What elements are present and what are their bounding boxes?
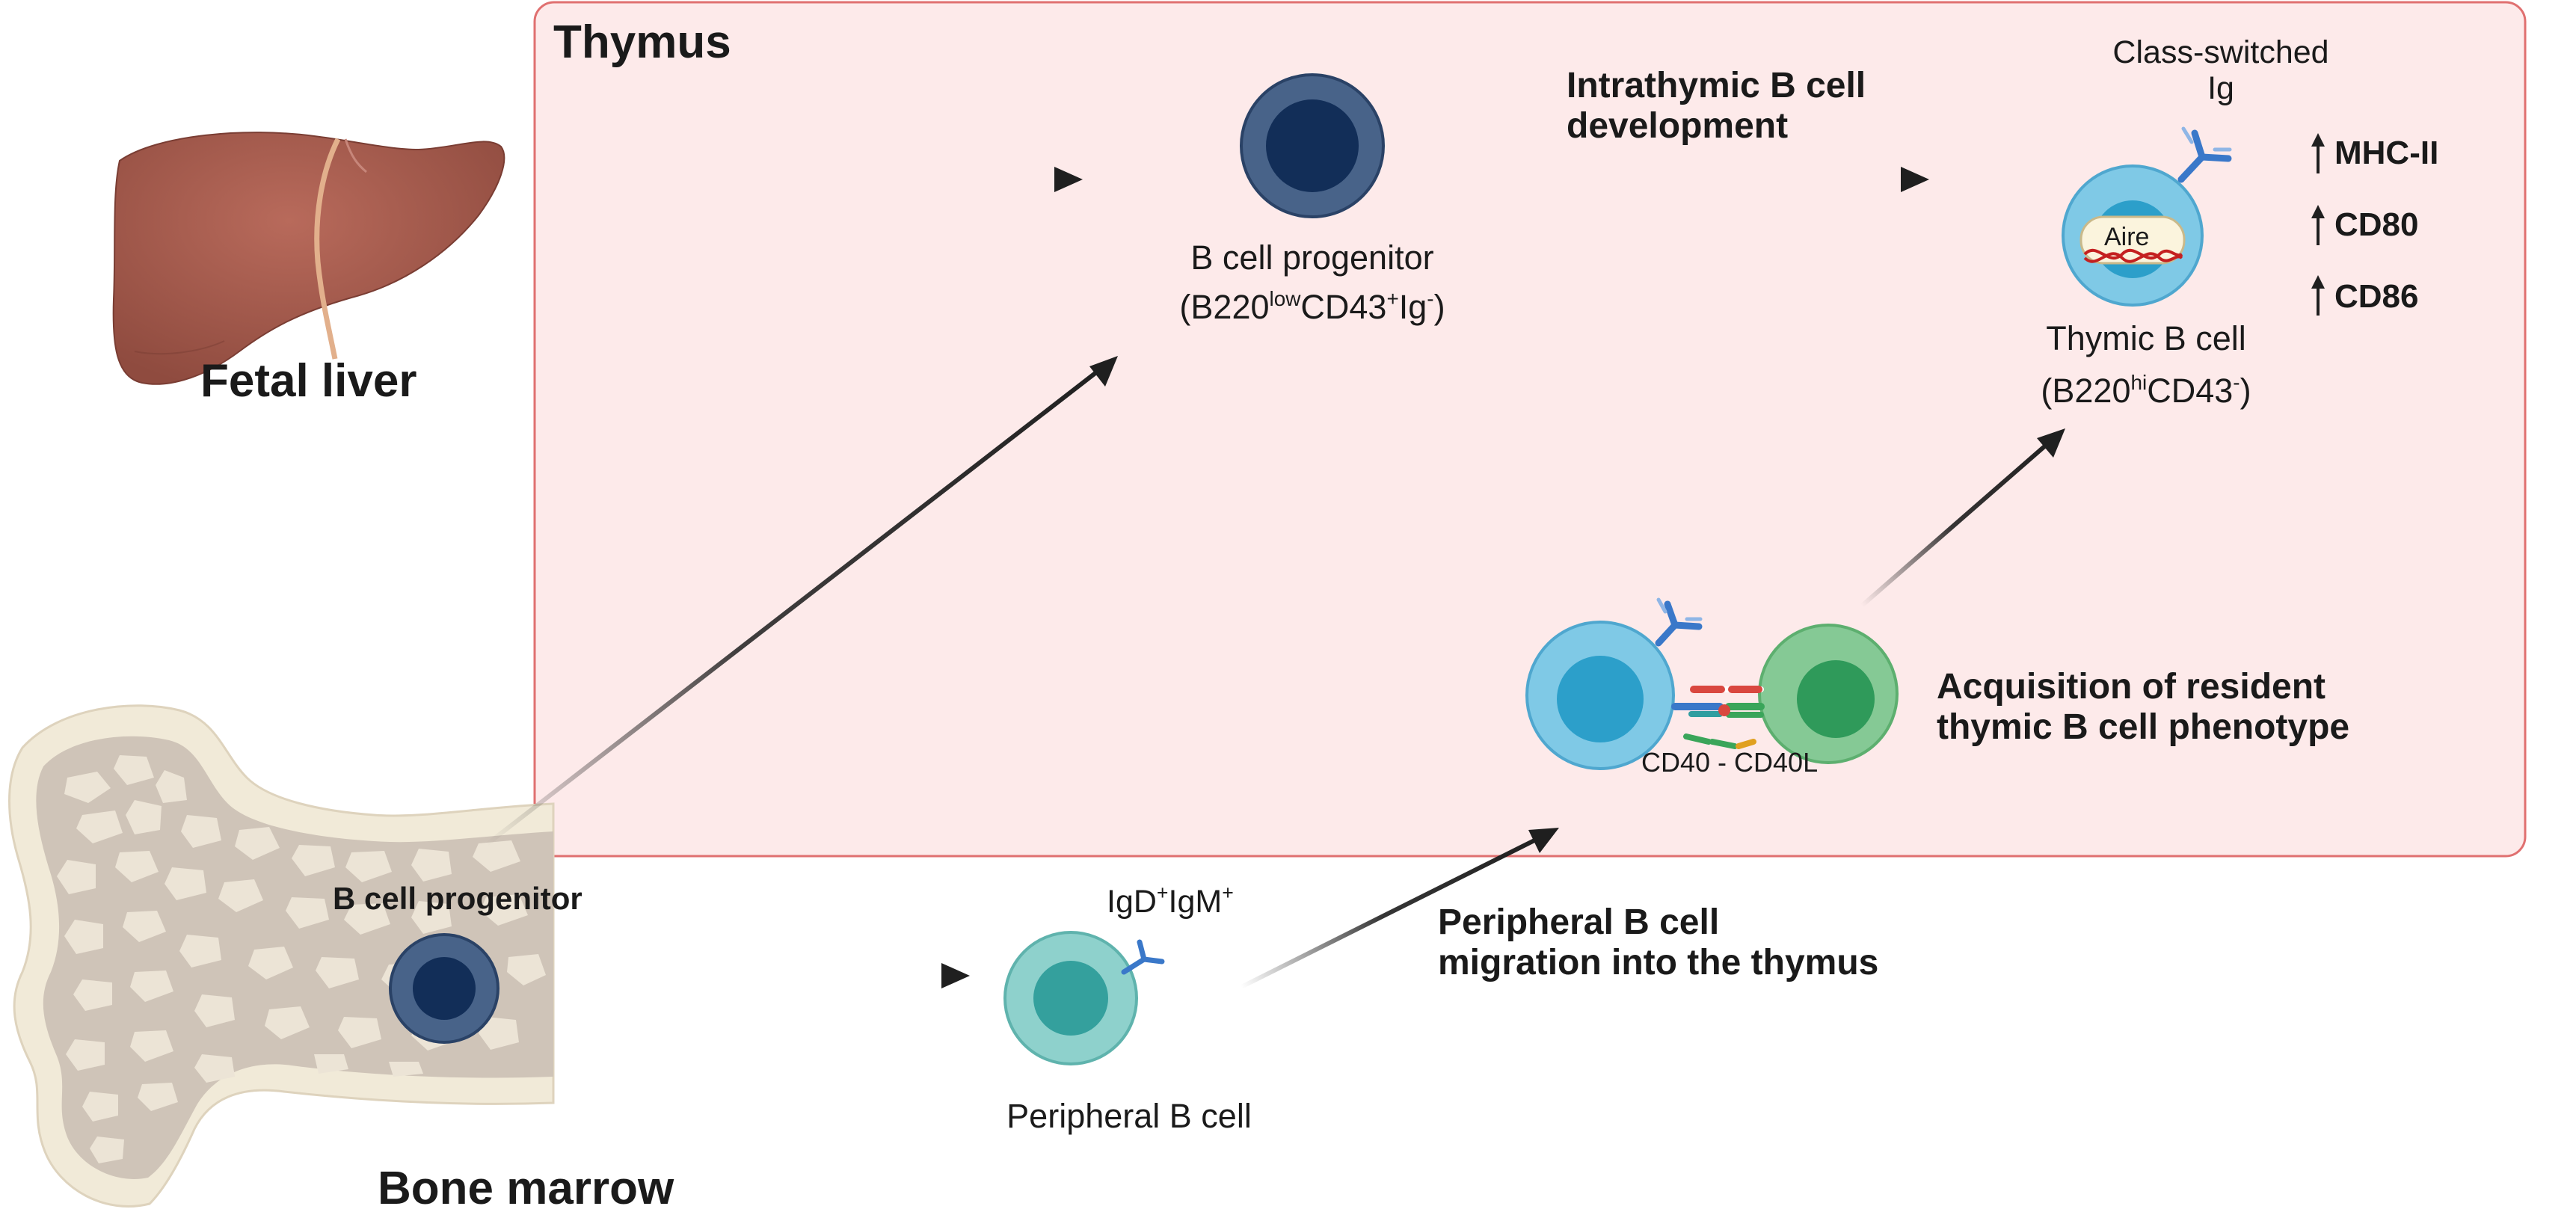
migration-line-2: migration into the thymus — [1438, 942, 1879, 982]
b-cell-progenitor-cell — [1240, 73, 1385, 218]
arrow-peripheral-migration — [1240, 828, 1559, 989]
intrathymic-line-2: development — [1567, 105, 1789, 146]
bone-marrow-label: Bone marrow — [378, 1163, 674, 1214]
thymus-box — [533, 1, 2527, 858]
bone-marrow-icon — [8, 704, 555, 1208]
acquisition-line-2: thymic B cell phenotype — [1937, 707, 2350, 747]
thymic-b-cell-name: Thymic B cell — [2046, 319, 2246, 357]
fetal-liver-label: Fetal liver — [200, 355, 417, 407]
upregulation-arrows — [2311, 133, 2325, 316]
marker-cd80: CD80 — [2334, 206, 2419, 243]
class-switched-line-1: Class-switched — [2112, 34, 2329, 70]
class-switched-antibody-icon — [2177, 126, 2232, 183]
thymic-b-cell — [2062, 164, 2204, 307]
marker-mhc-ii: MHC-II — [2334, 135, 2439, 171]
arrow-liver-to-progenitor — [673, 167, 1083, 192]
bone-marrow-progenitor-label: B cell progenitor — [333, 881, 582, 916]
arrow-intrathymic-development — [1522, 167, 1929, 192]
thymus-label: Thymus — [553, 16, 731, 68]
up-arrow-icon — [2311, 205, 2325, 245]
thymic-b-cell-phenotype: (B220hiCD43-) — [2041, 370, 2251, 410]
class-switched-line-2: Ig — [2207, 70, 2234, 107]
marker-cd86: CD86 — [2334, 278, 2419, 315]
class-switched-ig-label: Class-switched Ig — [2071, 34, 2370, 106]
arrows — [485, 167, 2065, 989]
up-arrow-icon — [2311, 275, 2325, 316]
b-t-cell-interaction — [1525, 597, 1899, 770]
bone-marrow-progenitor-cell — [389, 933, 499, 1044]
acquisition-label: Acquisition of resident thymic B cell ph… — [1937, 667, 2349, 748]
migration-line-1: Peripheral B cell — [1438, 902, 1720, 942]
intrathymic-label: Intrathymic B cell development — [1567, 66, 1866, 147]
peripheral-b-cell-name: Peripheral B cell — [1006, 1097, 1252, 1135]
aire-label: Aire — [2104, 223, 2150, 251]
intrathymic-line-1: Intrathymic B cell — [1567, 66, 1866, 105]
arrow-bone-marrow-to-progenitor — [485, 356, 1118, 847]
peripheral-antibody-icon — [1121, 939, 1165, 975]
migration-label: Peripheral B cell migration into the thy… — [1438, 902, 1878, 983]
cd40-cd40l-label: CD40 - CD40L — [1641, 747, 1819, 778]
peripheral-b-cell — [1003, 931, 1138, 1065]
arrow-bone-marrow-to-peripheral — [602, 963, 970, 988]
progenitor-name: B cell progenitor — [1190, 239, 1434, 277]
acquisition-line-1: Acquisition of resident — [1937, 667, 2326, 707]
progenitor-phenotype: (B220lowCD43+Ig-) — [1179, 286, 1445, 326]
fetal-liver-icon — [112, 132, 505, 385]
up-arrow-icon — [2311, 133, 2325, 173]
arrow-to-thymic-b-cell — [1860, 428, 2065, 608]
peripheral-isotype-label: IgD+IgM+ — [1107, 882, 1234, 920]
